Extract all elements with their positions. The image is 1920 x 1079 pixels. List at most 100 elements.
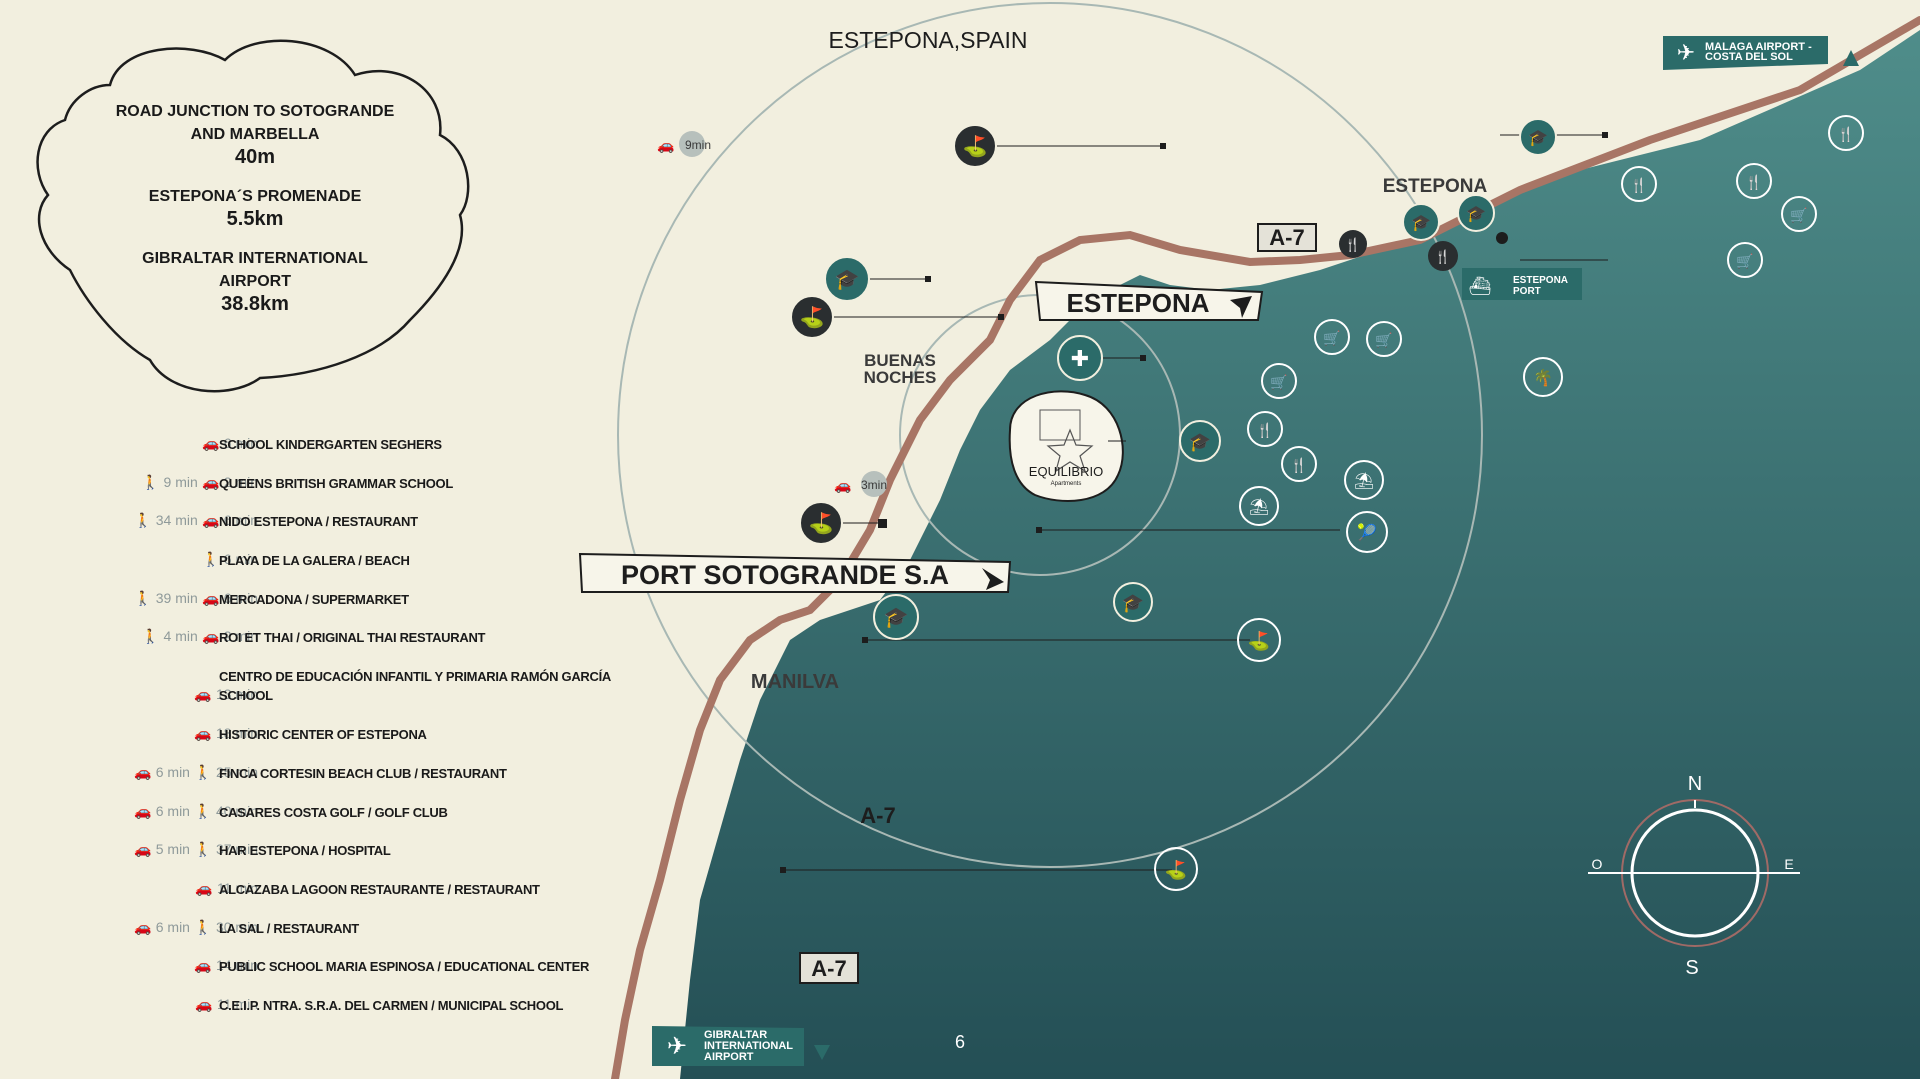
tennis-racket-icon: 🎾 [1357, 523, 1377, 542]
beach-marker[interactable]: ⛱ [1344, 460, 1384, 500]
travel-times: 🚗6 min [198, 435, 258, 452]
port-sotogrande-banner: PORT SOTOGRANDE S.A [578, 552, 1012, 593]
car-icon: 🚗 [134, 918, 152, 935]
drive-time: 2 min [223, 473, 258, 490]
basket-icon: 🛒 [1323, 330, 1340, 347]
fork-knife-icon: 🍴 [1256, 422, 1273, 439]
walk-time: 37 min [215, 841, 258, 858]
car-icon: 🚗 [202, 628, 220, 645]
car-icon: 🚗 [134, 763, 152, 780]
restaurant-marker[interactable]: 🍴 [1339, 230, 1367, 258]
car-icon: 🚗 [195, 995, 213, 1012]
ring-time-3min: 🚗 3min [834, 471, 887, 497]
ferry-icon: ⛴ [1469, 276, 1492, 296]
svg-text:EQUILIBRIO: EQUILIBRIO [1029, 464, 1103, 479]
drive-time: 11 min [217, 995, 258, 1012]
svg-text:MALAGA AIRPORT -: MALAGA AIRPORT - [1705, 41, 1812, 53]
golf-icon: ⛳ [809, 511, 834, 535]
school-marker[interactable]: 🎓 [1519, 118, 1557, 156]
restaurant-marker[interactable]: 🍴 [1736, 163, 1772, 199]
place-name: HAR ESTEPONA / HOSPITAL [219, 843, 391, 859]
shopping-marker[interactable]: 🛒 [1781, 196, 1817, 232]
walk-time: 25 min [215, 763, 258, 780]
car-icon: 🚗 [834, 477, 851, 494]
golf-marker[interactable]: ⛳ [790, 295, 834, 339]
road-sign-a7: A-7 [799, 952, 859, 984]
restaurant-marker[interactable]: 🍴 [1247, 411, 1283, 447]
beach-marker[interactable]: ⛱ [1239, 486, 1279, 526]
school-marker[interactable]: 🎓 [1179, 420, 1221, 462]
svg-text:INTERNATIONAL: INTERNATIONAL [704, 1040, 793, 1052]
drive-time: 18 min [215, 725, 258, 742]
travel-times: 🚗6 min🚶25 min [130, 764, 258, 781]
travel-times: 🚗14 min [190, 957, 258, 974]
graduation-cap-icon: 🎓 [1411, 215, 1431, 232]
svg-text:9min: 9min [685, 138, 711, 152]
car-icon: 🚗 [134, 841, 152, 858]
svg-text:A-7: A-7 [811, 956, 846, 981]
estepona-banner: ESTEPONA [1034, 280, 1264, 321]
walking-icon: 🚶 [134, 512, 152, 529]
restaurant-marker[interactable]: 🍴 [1828, 115, 1864, 151]
place-name: QUEENS BRITISH GRAMMAR SCHOOL [219, 475, 453, 491]
car-icon: 🚗 [657, 137, 674, 154]
beach-umbrella-icon: ⛱ [1354, 472, 1374, 490]
restaurant-marker[interactable]: 🍴 [1621, 166, 1657, 202]
place-name: FINCA CORTESIN BEACH CLUB / RESTAURANT [219, 765, 507, 781]
shopping-marker[interactable]: 🛒 [1314, 319, 1350, 355]
shopping-marker[interactable]: 🛒 [1727, 242, 1763, 278]
school-marker[interactable]: 🎓 [873, 594, 919, 640]
arrow-down-icon [814, 1045, 830, 1060]
palm-tree-icon: 🌴 [1533, 368, 1553, 387]
car-icon: 🚗 [134, 802, 152, 819]
travel-times: 🚗11 min [191, 880, 258, 897]
malaga-airport-badge[interactable]: ✈ MALAGA AIRPORT - COSTA DEL SOL [1663, 36, 1859, 70]
beach-umbrella-icon: ⛱ [1249, 498, 1269, 516]
car-icon: 🚗 [194, 957, 212, 974]
svg-text:3min: 3min [861, 478, 887, 492]
gibraltar-airport-badge[interactable]: ✈ GIBRALTAR INTERNATIONAL AIRPORT [652, 1026, 830, 1066]
car-icon: 🚗 [194, 686, 212, 703]
graduation-cap-icon: 🎓 [1466, 206, 1486, 223]
golf-marker[interactable]: ⛳ [1237, 618, 1281, 662]
school-marker[interactable]: 🎓 [1113, 582, 1153, 622]
car-icon: 🚗 [194, 725, 212, 742]
a7-road [611, 16, 1920, 1079]
golf-marker[interactable]: ⛳ [953, 124, 997, 168]
drive-time: 5 min [155, 841, 190, 858]
school-marker[interactable]: 🎓 [1402, 203, 1440, 241]
tennis-marker[interactable]: 🎾 [1346, 511, 1388, 553]
golf-marker[interactable]: ⛳ [799, 501, 843, 545]
basket-icon: 🛒 [1736, 253, 1753, 270]
travel-times: 🚗6 min🚶30 min [130, 919, 258, 936]
palm-marker[interactable]: 🌴 [1523, 357, 1563, 397]
shopping-marker[interactable]: 🛒 [1261, 363, 1297, 399]
drive-time: 6 min [223, 512, 258, 529]
walk-time: 6 min [223, 551, 258, 568]
shopping-marker[interactable]: 🛒 [1366, 321, 1402, 357]
drive-time: 14 min [215, 957, 258, 974]
golf-marker[interactable]: ⛳ [1154, 847, 1198, 891]
golf-icon: ⛳ [1165, 859, 1187, 881]
svg-text:Apartments: Apartments [1051, 481, 1082, 487]
school-marker[interactable]: 🎓 [1457, 194, 1495, 232]
school-marker[interactable]: 🎓 [824, 256, 870, 302]
restaurant-marker[interactable]: 🍴 [1428, 241, 1458, 271]
estepona-port-badge[interactable]: ⛴ ESTEPONA PORT [1462, 268, 1582, 300]
leader-dots [780, 132, 1608, 873]
restaurant-marker[interactable]: 🍴 [1281, 446, 1317, 482]
hospital-marker[interactable]: ✚ [1057, 335, 1103, 381]
cloud-label: AND MARBELLA [190, 126, 320, 143]
